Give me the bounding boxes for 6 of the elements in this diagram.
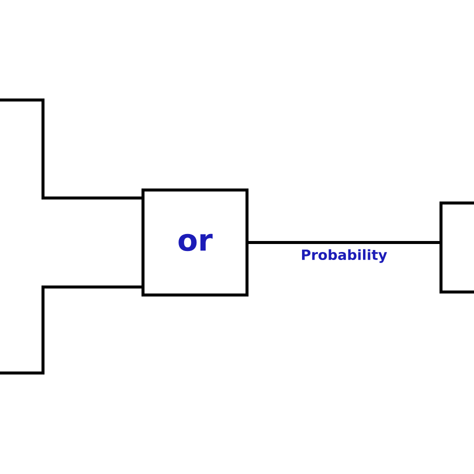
connector-line [0, 286, 142, 374]
box [440, 202, 474, 294]
connector-line [248, 241, 440, 244]
edge-label: Probability [300, 248, 388, 264]
gate-box: or [142, 188, 248, 296]
connector-line [0, 98, 142, 200]
